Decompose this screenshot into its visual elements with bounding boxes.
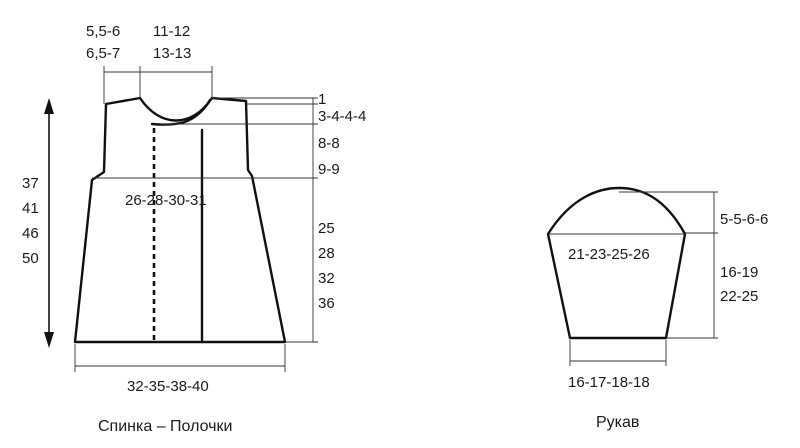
sleeve-width-label: 21-23-25-26: [568, 246, 650, 263]
top-dim-left-2: 6,5-7: [86, 45, 120, 62]
sleeve-bottom-label: 16-17-18-18: [568, 374, 650, 391]
body-bottom-label: 32-35-38-40: [127, 378, 209, 395]
top-dim-right-2: 13-13: [153, 45, 191, 62]
sleeve-cap-height: 5-5-6-6: [720, 211, 768, 228]
right-dim-1: 1: [318, 91, 326, 108]
body-caption: Спинка – Полочки: [98, 418, 232, 435]
length-arrow-up-head: [44, 98, 54, 114]
front-neck-curve: [150, 98, 212, 126]
length-left-4: 50: [22, 250, 39, 267]
body-width-label: 26-28-30-31: [125, 192, 207, 209]
body-outline: [73, 96, 287, 344]
sleeve-length-2: 22-25: [720, 288, 758, 305]
length-right-2: 28: [318, 245, 335, 262]
length-left-3: 46: [22, 225, 39, 242]
length-right-1: 25: [318, 220, 335, 237]
sleeve-caption: Рукав: [596, 414, 639, 431]
right-dim-3: 8-8: [318, 135, 340, 152]
top-dim-left-1: 5,5-6: [86, 23, 120, 40]
body-piece: 5,5-6 6,5-7 11-12 13-13 1 3-4-4-4 8-8 9-…: [22, 23, 366, 435]
top-dim-right-1: 11-12: [153, 23, 190, 40]
length-left-1: 37: [22, 175, 39, 192]
sleeve-length-1: 16-19: [720, 264, 758, 281]
right-dim-2: 3-4-4-4: [318, 108, 366, 125]
sleeve-outline: [546, 186, 687, 340]
right-dim-4: 9-9: [318, 161, 340, 178]
sleeve-piece: 5-5-6-6 21-23-25-26 16-19 22-25 16-17-18…: [546, 186, 768, 431]
length-right-4: 36: [318, 295, 335, 312]
length-arrow-down-head: [44, 332, 54, 348]
length-left-2: 41: [22, 200, 39, 217]
length-right-3: 32: [318, 270, 335, 287]
